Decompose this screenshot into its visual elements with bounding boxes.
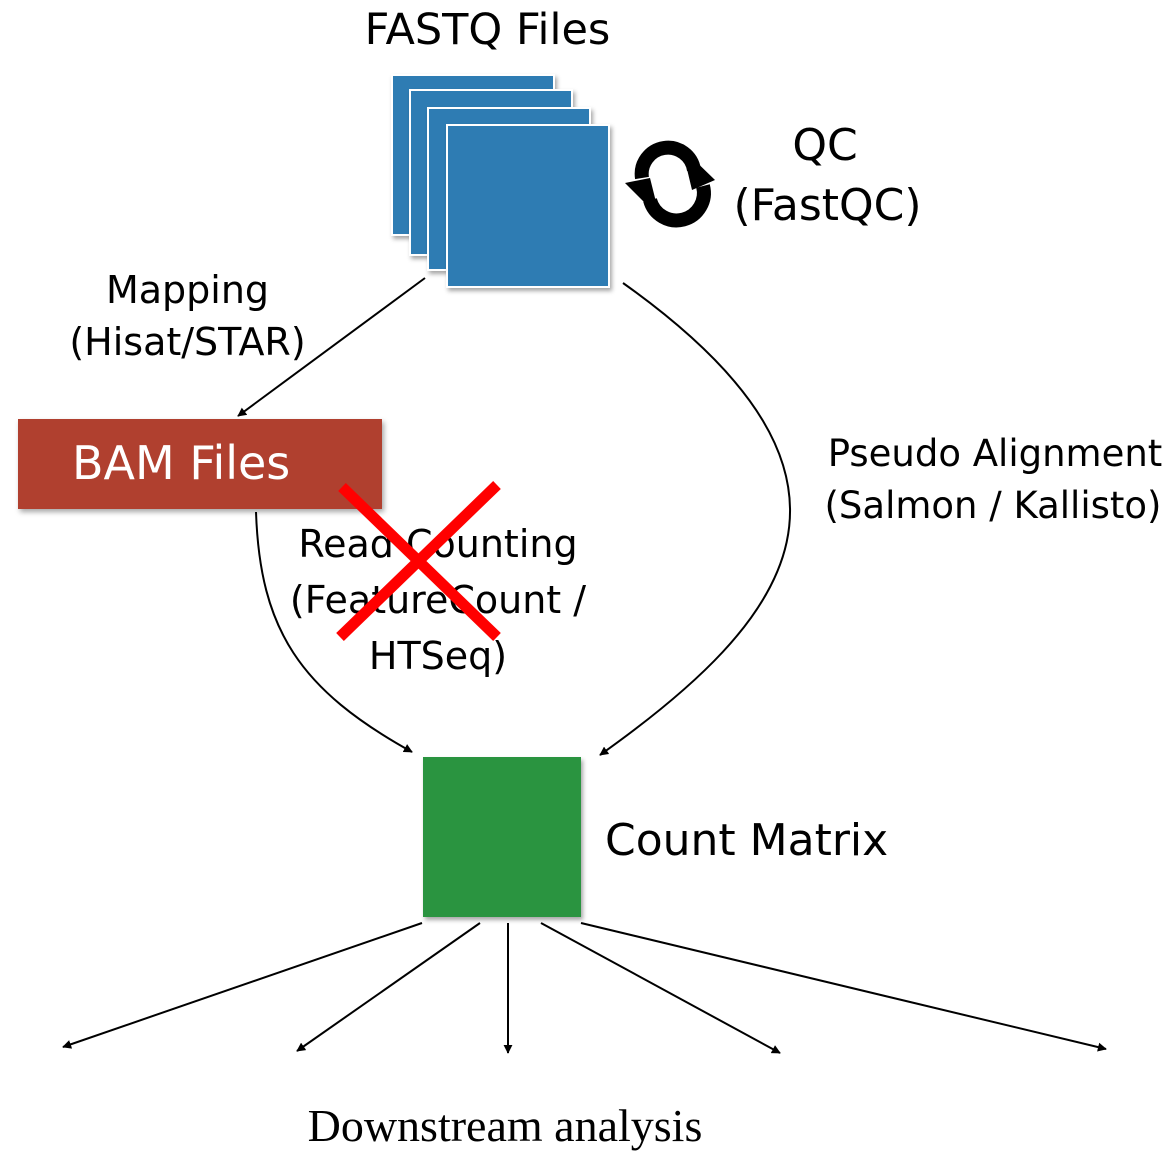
qc-tool-label: (FastQC) [733,180,922,231]
downstream-arrows [62,922,1107,1054]
refresh-cycle-icon [625,140,715,228]
count-matrix-box [423,757,581,917]
count-matrix-label: Count Matrix [605,815,889,866]
fastq-file-sheet [446,124,610,288]
fastq-files-stack-icon [391,74,610,288]
qc-label: QC [792,120,858,171]
fastq-files-label: FASTQ Files [364,5,611,55]
bam-files-box [18,419,382,509]
mapping-label: Mapping [105,268,270,312]
pseudo-alignment-arrow [599,282,792,756]
bam-files-label: BAM Files [72,436,291,490]
downstream-arrow [62,922,423,1049]
read-counting-arrow [255,511,413,753]
pseudo-alignment-tool-label: (Salmon / Kallisto) [824,484,1162,527]
mapping-arrow [237,277,426,417]
downstream-analysis-label: Downstream analysis [307,1100,703,1151]
pseudo-alignment-label: Pseudo Alignment [827,432,1163,475]
mapping-tool-label: (Hisat/STAR) [69,320,306,364]
downstream-arrow [580,922,1107,1052]
downstream-arrow [540,922,781,1054]
downstream-arrow [296,922,481,1052]
read-counting-tool-label-2: HTSeq) [368,634,508,678]
